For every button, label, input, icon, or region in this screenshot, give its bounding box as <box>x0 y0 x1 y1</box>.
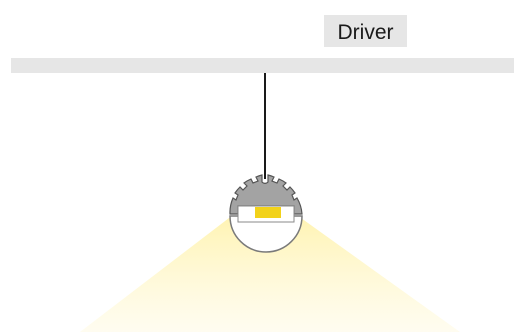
ceiling-bar <box>11 58 514 73</box>
diffuser <box>229 215 303 253</box>
driver-label-box: Driver <box>324 15 407 47</box>
housing <box>229 174 303 215</box>
light-beam <box>80 218 460 332</box>
driver-label: Driver <box>338 21 394 44</box>
round-led-profile-icon <box>229 174 303 253</box>
led-chip <box>255 207 281 218</box>
